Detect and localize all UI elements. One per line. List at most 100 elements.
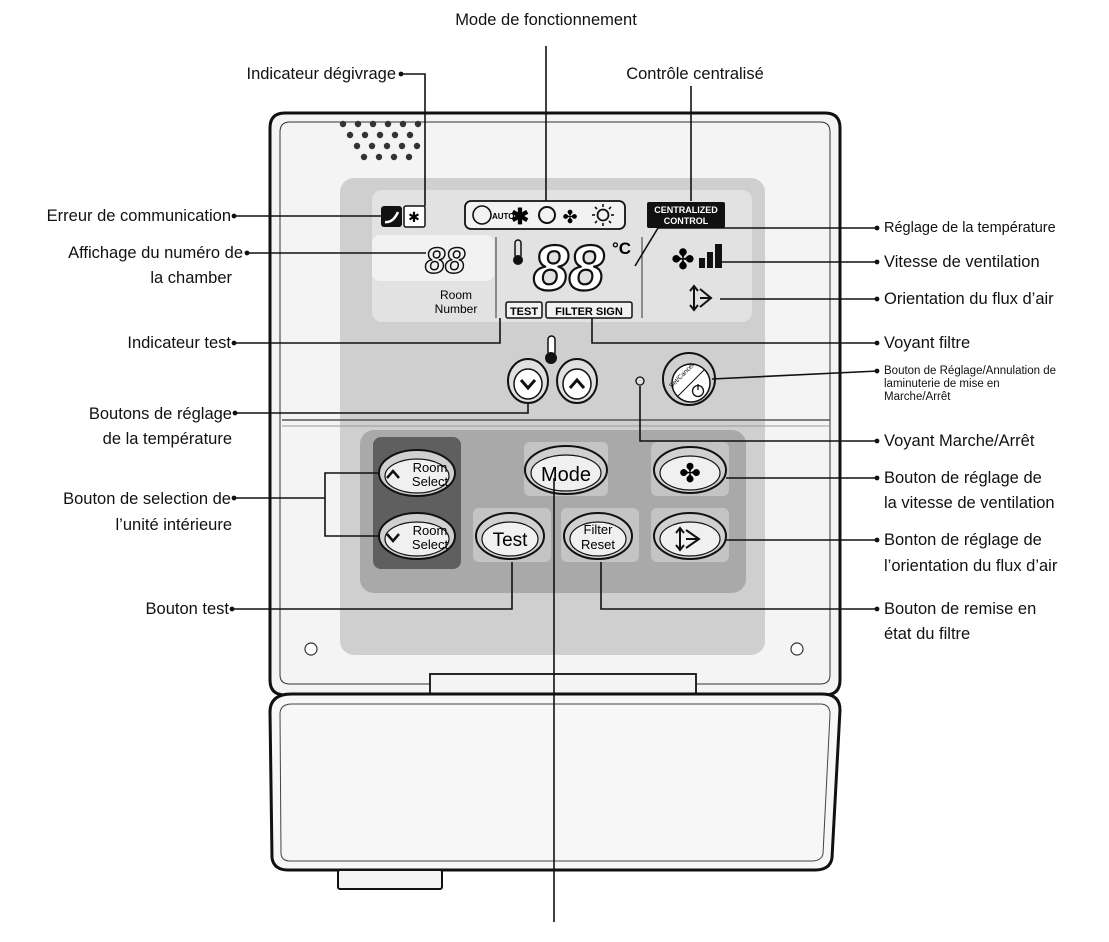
svg-text:Select: Select [412,537,449,552]
label-airflow-button-2: l’orientation du flux d’air [884,557,1058,575]
fan-icon: ✤ [679,458,701,488]
fan-speed-bars [699,244,722,268]
airflow-icon [675,526,701,552]
label-comm-error: Erreur de communication [46,207,231,225]
label-set-cancel-button: Bouton de Réglage/Annulation de [884,365,1057,377]
label-temp-setting: Réglage de la température [884,220,1056,236]
leader-lines [231,46,879,922]
label-set-cancel-button-2: laminuterie de mise en [884,378,1000,390]
set-cancel-power-button[interactable]: Set/Cancel [662,352,716,406]
svg-text:Reset: Reset [581,537,615,552]
svg-text:CENTRALIZED: CENTRALIZED [654,205,718,215]
speaker-dot [369,120,377,128]
label-power-light: Voyant Marche/Arrêt [884,432,1035,450]
label-airflow-direction: Orientation du flux d’air [884,290,1054,308]
speaker-dot [414,120,422,128]
room-select-up-button[interactable]: Room Select [378,449,456,497]
svg-text:Select: Select [412,474,449,489]
svg-text:FILTER SIGN: FILTER SIGN [555,306,623,318]
fan-speed-button[interactable]: ✤ [651,442,729,496]
svg-text:✱: ✱ [408,209,420,225]
filter-reset-button[interactable]: Filter Reset [561,508,639,562]
speaker-dot [376,131,384,139]
screw-hole-left [304,642,318,656]
svg-text:Mode: Mode [541,464,591,486]
speaker-dot [405,153,413,161]
speaker-dot [346,131,354,139]
temperature-digits: 88 [533,232,605,304]
label-temp-buttons: Boutons de réglage [88,405,232,423]
svg-text:Room: Room [413,460,448,475]
label-filter-light: Voyant filtre [884,334,971,352]
label-temp-buttons-2: de la température [102,430,232,448]
label-room-number-display: Affichage du numéro de [68,244,243,262]
label-centralized-control: Contrôle centralisé [626,65,764,83]
speaker-dot [406,131,414,139]
speaker-dot [413,142,421,150]
defrost-icon [403,205,426,228]
fan-mode-icon: ✤ [562,207,577,227]
leader-dots [229,71,880,612]
speaker-dot [384,120,392,128]
speaker-dot [368,142,376,150]
celsius-unit: °C [612,239,631,258]
label-set-cancel-button-3: Marche/Arrêt [884,391,951,403]
svg-text:CONTROL: CONTROL [664,216,709,226]
room-number-digits: 88 [425,240,465,281]
label-operating-mode: Mode de fonctionnement [455,11,637,29]
test-indicator-box [505,301,543,319]
speaker-dot [390,153,398,161]
temp-up-button[interactable] [556,358,598,404]
svg-text:Number: Number [435,302,478,316]
svg-text:Filter: Filter [584,522,614,537]
mode-icons-box [464,200,626,230]
speaker-dot [391,131,399,139]
label-test-indicator: Indicateur test [127,334,231,352]
room-select-down-button[interactable]: Room Select [378,512,456,560]
dry-mode-icon [538,206,556,224]
speaker-dot [375,153,383,161]
room-number-label: Room [440,288,472,302]
speaker-grille [339,120,422,161]
thermometer-lcd-icon [513,239,523,265]
airflow-direction-button[interactable] [651,508,729,562]
thermometer-icon [545,335,557,364]
filter-sign-box [545,301,633,319]
speaker-dot [360,153,368,161]
label-filter-reset-button-2: état du filtre [884,625,971,643]
comm-error-icon [381,206,402,227]
speaker-dot [361,131,369,139]
lcd-display: ✱ AUTO ✱ ✤ CENTRALIZED CONTROL 88 Room N… [372,190,752,322]
svg-text:TEST: TEST [510,306,538,318]
label-filter-reset-button: Bouton de remise en [884,600,1037,618]
label-fan-button: Bouton de réglage de [884,469,1042,487]
svg-text:Room: Room [413,523,448,538]
speaker-dot [383,142,391,150]
label-airflow-button: Bonton de réglage de [884,531,1042,549]
screw-hole-right [790,642,804,656]
test-button[interactable]: Test [473,508,551,562]
label-defrost-indicator: Indicateur dégivrage [246,65,396,83]
label-room-select-button-2: l’unité intérieure [115,516,232,534]
label-room-number-display-2: la chamber [150,269,232,287]
fan-speed-icon: ✤ [671,244,694,275]
heat-mode-icon [592,204,614,226]
speaker-dot [353,142,361,150]
auto-mode-icon [472,205,492,225]
controller-lid [268,673,842,890]
speaker-dot [339,120,347,128]
svg-text:AUTO: AUTO [492,212,515,221]
svg-text:Test: Test [493,530,529,551]
speaker-dot [399,120,407,128]
speaker-dot [398,142,406,150]
mode-button[interactable]: Mode [524,442,608,496]
cool-mode-icon: ✱ [511,204,529,229]
temp-down-button[interactable] [507,358,549,404]
label-fan-speed: Vitesse de ventilation [884,253,1040,271]
centralized-control-icon [647,202,725,228]
label-fan-button-2: la vitesse de ventilation [884,494,1055,512]
speaker-dot [354,120,362,128]
airflow-direction-icon [689,284,713,312]
label-test-button: Bouton test [145,600,229,618]
